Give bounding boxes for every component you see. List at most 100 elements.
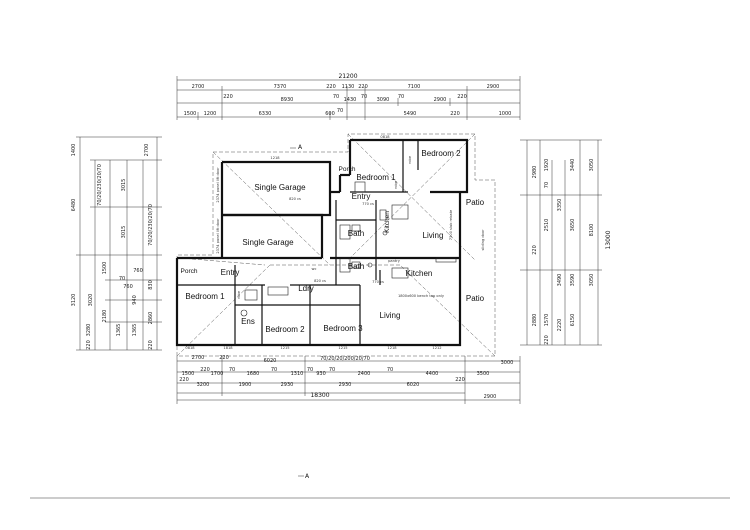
room-label-ens: Ens (241, 317, 255, 326)
bottom-dim: 70 (307, 367, 313, 373)
left-dim: 760 (133, 268, 143, 274)
bottom-dim: 1680 (247, 371, 260, 377)
room-label-bedroom-2-south: Bedroom 2 (265, 325, 305, 334)
room-label-robe-2: robe (394, 180, 398, 189)
top-dim: 2700 (192, 84, 205, 90)
room-label-bedroom-1-north: Bedroom 1 (356, 173, 396, 182)
left-dim: 70/20/230/20/70 (148, 204, 154, 246)
room-label-robe-3: robe (237, 290, 241, 299)
right-dim: 8100 (589, 224, 595, 237)
garage-door-note-1: 2374 panel lift door (216, 167, 220, 203)
top-dim: 220 (326, 84, 336, 90)
top-dim: 6330 (259, 111, 272, 117)
window-mark: 0818 (185, 346, 195, 350)
right-dim: 3490 (557, 274, 563, 287)
room-label-living-north: Living (423, 231, 444, 240)
window-mark: 1212 (432, 346, 441, 350)
right-dim: 2980 (532, 166, 538, 179)
left-dim: 1365 (132, 324, 138, 337)
right-dim: 3050 (589, 159, 595, 172)
bottom-dim: 220 (179, 377, 189, 383)
bottom-dim: 1310 (291, 371, 304, 377)
bottom-dim: 6020 (407, 382, 420, 388)
bottom-dim: 70 (329, 367, 335, 373)
room-label-ldry: Ldry (298, 284, 314, 293)
bottom-dim: 1700 (211, 371, 224, 377)
right-dim: 2510 (544, 219, 550, 232)
room-label-single-garage-2: Single Garage (242, 238, 294, 247)
room-label-patio-north: Patio (466, 198, 485, 207)
window-mark: 0818 (380, 135, 390, 139)
right-dim: 1920 (544, 159, 550, 172)
bottom-dim: 930 (316, 371, 326, 377)
top-dim: 7100 (408, 84, 421, 90)
left-dim: 3120 (71, 294, 77, 307)
left-dim: 2860 (148, 312, 154, 325)
bottom-dim: 2900 (484, 394, 497, 400)
bench-top-note: 1800x600 bench top only (398, 294, 445, 298)
left-dimension-lines: 1400 6480 3120 2700 3015 3015 70/20/230/… (71, 136, 162, 351)
window-mark: 1818 (223, 346, 233, 350)
bottom-dim: 3500 (477, 371, 490, 377)
left-dim: 3280 (86, 324, 92, 337)
overall-depth-dim: 18300 (310, 392, 329, 399)
opening-note: 820 cs (314, 279, 326, 283)
fixtures (240, 181, 457, 317)
right-overall-dim: 13000 (605, 230, 612, 249)
left-dim: 2180 (102, 310, 108, 323)
right-dim: 2880 (532, 314, 538, 327)
room-label-entry-north: Entry (352, 192, 371, 201)
right-dim: 3650 (570, 219, 576, 232)
top-dim: 220 (223, 94, 233, 100)
garage-door-note-2: 2374 panel lift door (216, 218, 220, 254)
left-dim: 220 (86, 340, 92, 350)
right-dim: 1570 (544, 314, 550, 327)
roof-outline (176, 133, 496, 357)
top-dim: 8930 (281, 97, 294, 103)
section-marker-a-top: A (298, 144, 303, 151)
room-label-entry-south: Entry (221, 268, 240, 277)
bottom-dim: 2930 (281, 382, 294, 388)
top-dim: 2900 (487, 84, 500, 90)
left-dim: 70 (119, 276, 125, 282)
top-dim: 3090 (377, 97, 390, 103)
opening-note: 820 cs (289, 197, 301, 201)
room-label-wc: wc (312, 267, 317, 271)
top-dim: 220 (457, 94, 467, 100)
right-dim: 6150 (570, 314, 576, 327)
bottom-dim: 70 (271, 367, 277, 373)
right-dim: 220 (544, 335, 550, 345)
right-dim: 3440 (570, 159, 576, 172)
top-dim: 220 (450, 111, 460, 117)
opening-note-2: 770 cs (362, 202, 374, 206)
room-label-porch: Porch (339, 166, 356, 173)
bottom-dim: 3200 (197, 382, 210, 388)
room-label-bath-north: Bath (348, 229, 364, 238)
bottom-dim: 3000 (501, 360, 514, 366)
left-dim: 3020 (88, 294, 94, 307)
top-dim: 600 (325, 111, 335, 117)
room-label-bedroom-3: Bedroom 3 (323, 324, 363, 333)
top-dim: 70 (337, 108, 343, 114)
drawing-notes: 2374 panel lift door 2374 panel lift doo… (185, 135, 485, 350)
bottom-dim: 4400 (426, 371, 439, 377)
bottom-dim: 1500 (182, 371, 195, 377)
right-dim: 220 (532, 245, 538, 255)
slab-rebate-note: 7300 slab rebate (449, 209, 453, 240)
left-dim: 6480 (71, 199, 77, 212)
bottom-dim: 6020 (264, 358, 277, 364)
room-label-bedroom-1-south: Bedroom 1 (185, 292, 225, 301)
bottom-dim: 2400 (358, 371, 371, 377)
right-dim: 3050 (589, 274, 595, 287)
top-dim: 220 (358, 84, 368, 90)
left-dim: 940 (132, 295, 138, 305)
top-dim: 1000 (499, 111, 512, 117)
right-dim: 3350 (557, 199, 563, 212)
bottom-dim: 70 (229, 367, 235, 373)
room-label-robe-1: robe (408, 155, 412, 164)
left-dim: 2700 (144, 144, 150, 157)
window-mark: 1218 (270, 156, 280, 160)
section-markers: A A (290, 144, 310, 480)
bottom-dim: 2700 (192, 355, 205, 361)
